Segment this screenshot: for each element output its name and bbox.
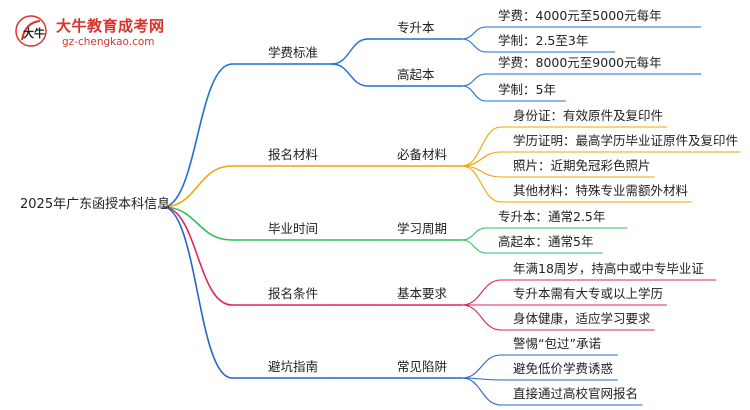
subbranch-connector	[331, 38, 369, 65]
leaf-connector	[461, 73, 487, 87]
leaf-node: 学费：8000元至9000元每年	[498, 55, 662, 70]
leaf-connector	[461, 126, 502, 167]
leaf-connector	[461, 26, 487, 40]
leaf-node: 学制：5年	[498, 82, 556, 97]
leaf-node: 警惕“包过”承诺	[513, 336, 601, 351]
branch-node: 毕业时间	[268, 221, 319, 236]
leaf-node: 直接通过高校官网报名	[513, 386, 639, 401]
branch-connector	[162, 206, 233, 306]
leaf-node: 照片：近期免冠彩色照片	[513, 158, 651, 173]
leaf-connector	[461, 165, 502, 203]
branch-node: 避坑指南	[268, 359, 319, 374]
subbranch-node: 必备材料	[397, 147, 448, 162]
leaf-connector	[461, 151, 502, 167]
branch-connector	[162, 206, 233, 241]
branch-connector	[162, 165, 233, 208]
subbranch-node: 基本要求	[397, 286, 448, 301]
leaf-node: 专升本需有大专或以上学历	[513, 286, 664, 301]
leaf-connector	[461, 377, 502, 406]
leaf-connector	[461, 38, 487, 53]
branch-connector	[162, 63, 233, 208]
leaf-connector	[461, 239, 487, 254]
svg-text:大牛: 大牛	[23, 26, 45, 40]
leaf-connector	[461, 354, 502, 379]
leaf-node: 学历证明：最高学历毕业证原件及复印件	[513, 133, 739, 148]
subbranch-node: 专升本	[397, 20, 435, 35]
leaf-connector	[461, 279, 502, 306]
leaf-node: 专升本：通常2.5年	[498, 209, 606, 224]
leaf-node: 避免低价学费诱惑	[513, 361, 614, 376]
leaf-node: 年满18周岁，持高中或中专毕业证	[513, 261, 704, 276]
logo-title: 大牛教育成考网	[56, 17, 165, 35]
subbranch-node: 学习周期	[397, 221, 448, 236]
leaf-connector	[461, 227, 487, 241]
leaf-connector	[461, 304, 502, 331]
branch-node: 学费标准	[268, 45, 319, 60]
subbranch-connector	[331, 63, 369, 87]
subbranch-node: 高起本	[397, 67, 435, 82]
leaf-node: 学制：2.5至3年	[498, 33, 589, 48]
logo-url: gz-chengkao.com	[62, 36, 155, 48]
leaf-node: 身体健康，适应学习要求	[513, 311, 651, 326]
logo-mark-icon: 大牛	[15, 15, 47, 47]
leaf-node: 其他材料：特殊专业需额外材料	[513, 183, 689, 198]
leaf-node: 学费：4000元至5000元每年	[498, 8, 662, 23]
site-logo[interactable]: 大牛 大牛教育成考网 gz-chengkao.com	[4, 14, 214, 54]
branch-node: 报名条件	[268, 286, 319, 301]
leaf-connector	[461, 85, 487, 102]
root-node: 2025年广东函授本科信息	[20, 197, 171, 212]
leaf-node: 高起本：通常5年	[498, 234, 594, 249]
leaf-node: 身份证：有效原件及复印件	[513, 108, 664, 123]
subbranch-node: 常见陷阱	[397, 359, 448, 374]
branch-connector	[162, 206, 233, 379]
branch-node: 报名材料	[268, 147, 319, 162]
